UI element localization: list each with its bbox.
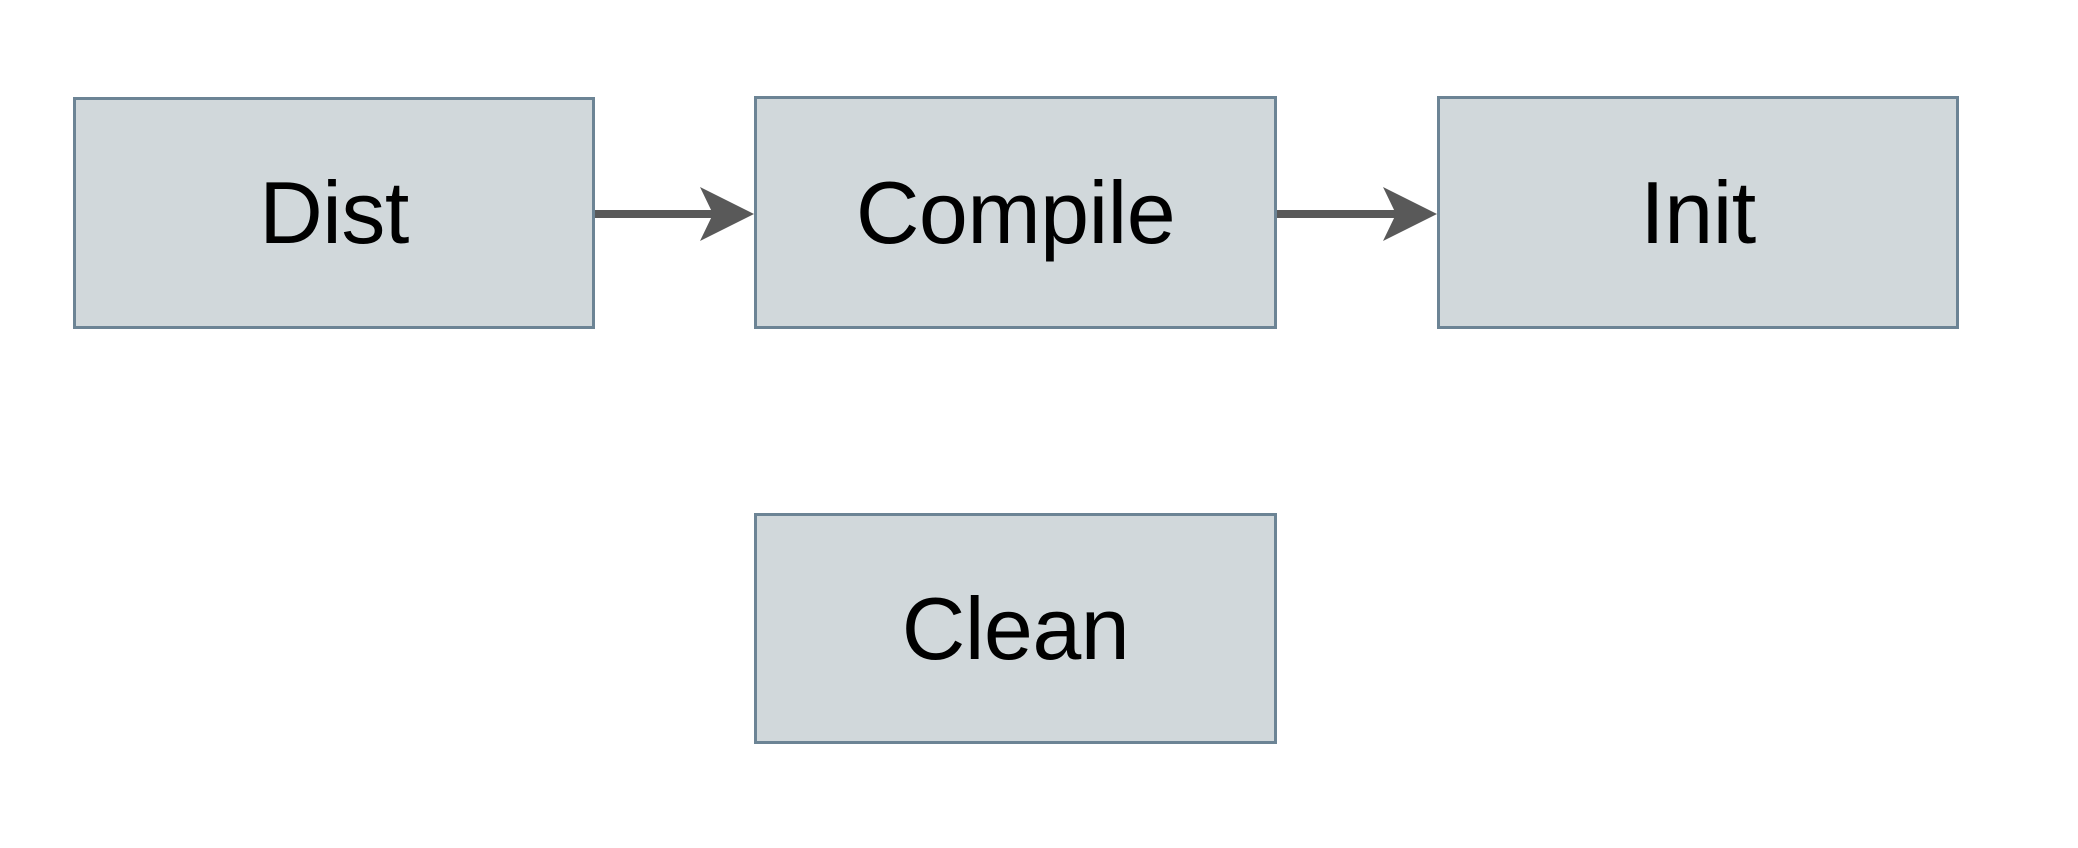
node-clean[interactable]: Clean xyxy=(754,513,1277,744)
node-label: Compile xyxy=(855,162,1176,262)
node-label: Clean xyxy=(901,578,1130,678)
node-dist[interactable]: Dist xyxy=(73,97,595,329)
node-label: Dist xyxy=(259,163,409,262)
node-label: Init xyxy=(1640,162,1756,262)
node-init[interactable]: Init xyxy=(1437,96,1959,329)
node-compile[interactable]: Compile xyxy=(754,96,1277,329)
arrowhead-icon xyxy=(1383,187,1437,241)
arrowhead-icon xyxy=(700,187,754,241)
